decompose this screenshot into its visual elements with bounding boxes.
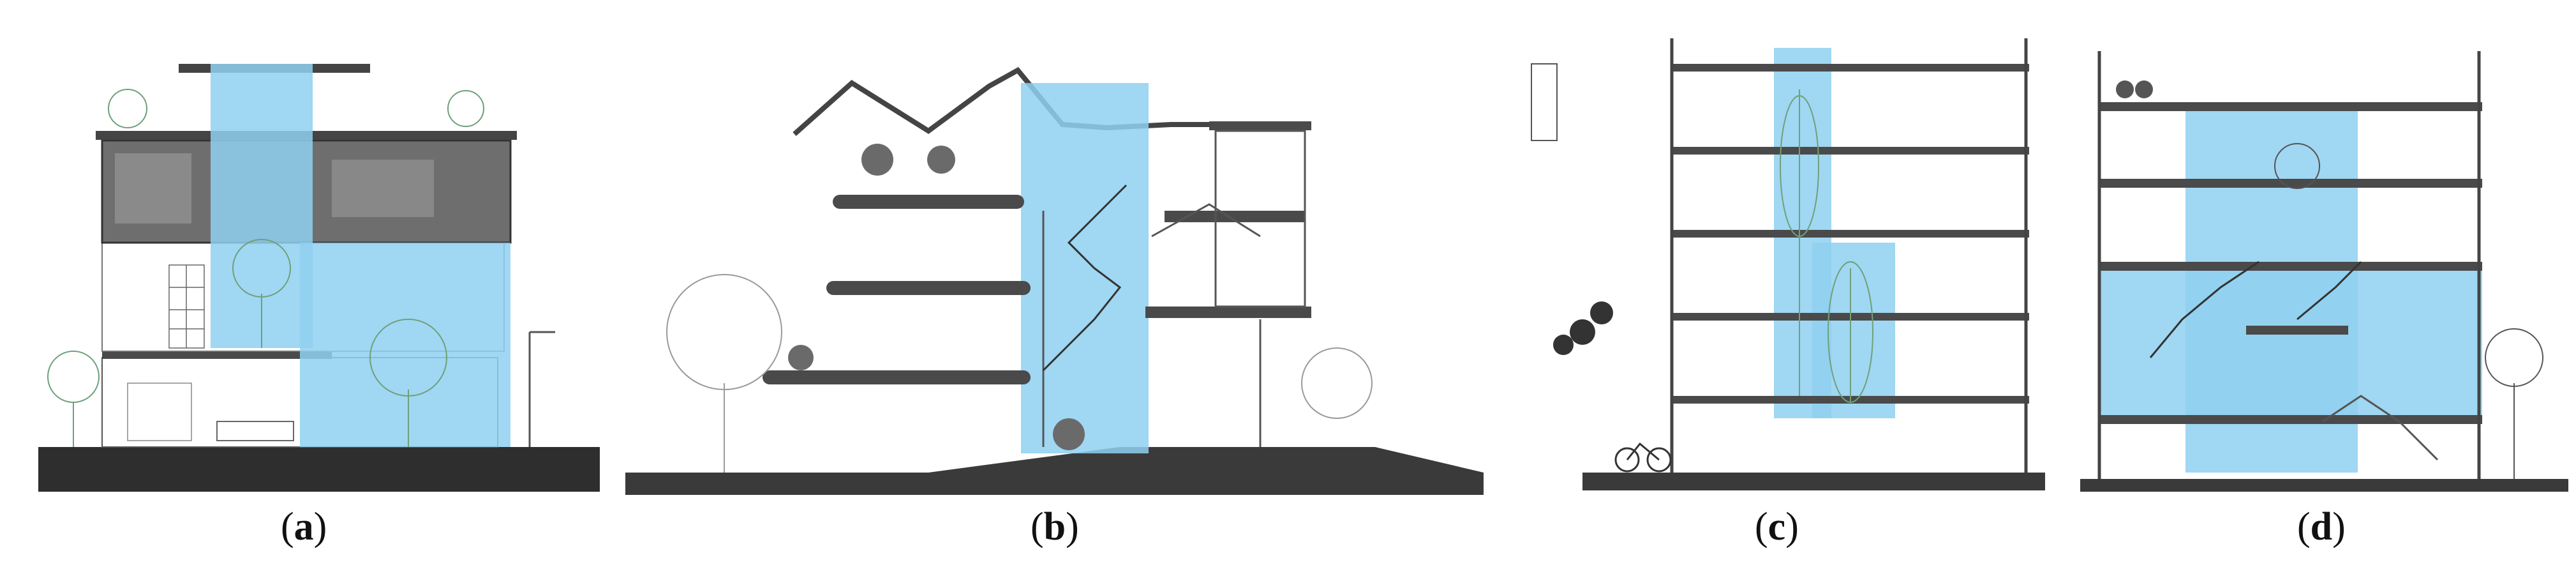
window-grid-a: [168, 264, 205, 349]
stair-void-b: [1021, 83, 1149, 453]
light-well-c: [1812, 243, 1895, 418]
side-tree-c: [1553, 301, 1613, 355]
section-a-svg: [38, 64, 600, 492]
roof-planters-d: [2116, 80, 2153, 98]
stair-b: [1042, 184, 1128, 372]
double-height-void-a: [300, 243, 510, 447]
section-drawing-b: (b): [622, 0, 1490, 576]
caption-c: (c): [1755, 505, 1799, 549]
tree-d: [2274, 143, 2543, 479]
section-d-svg: [2080, 51, 2568, 492]
section-b-svg: [625, 66, 1484, 495]
section-c-svg: [1531, 38, 2045, 490]
tree-c: [1780, 89, 1873, 403]
ground-slab-b: [625, 473, 1484, 495]
planters-b: [788, 144, 1085, 450]
stair-d: [2149, 261, 2260, 358]
floor-slabs-d: [2099, 102, 2482, 424]
caption-a: (a): [281, 505, 327, 549]
ground-slab-d: [2080, 479, 2568, 492]
tree-a: [47, 89, 484, 447]
floor-slabs-b: [763, 121, 1311, 384]
section-drawing-d: (d): [2055, 0, 2572, 576]
caption-b: (b): [1031, 505, 1079, 549]
tree-b: [666, 274, 1373, 473]
ground-slab-a: [38, 447, 600, 492]
section-drawing-a: (a): [26, 0, 613, 576]
ground-slab-c: [1582, 473, 2045, 490]
section-drawing-c: (c): [1493, 0, 2048, 576]
bicycle-icon: [1614, 442, 1672, 473]
caption-d: (d): [2297, 505, 2346, 549]
